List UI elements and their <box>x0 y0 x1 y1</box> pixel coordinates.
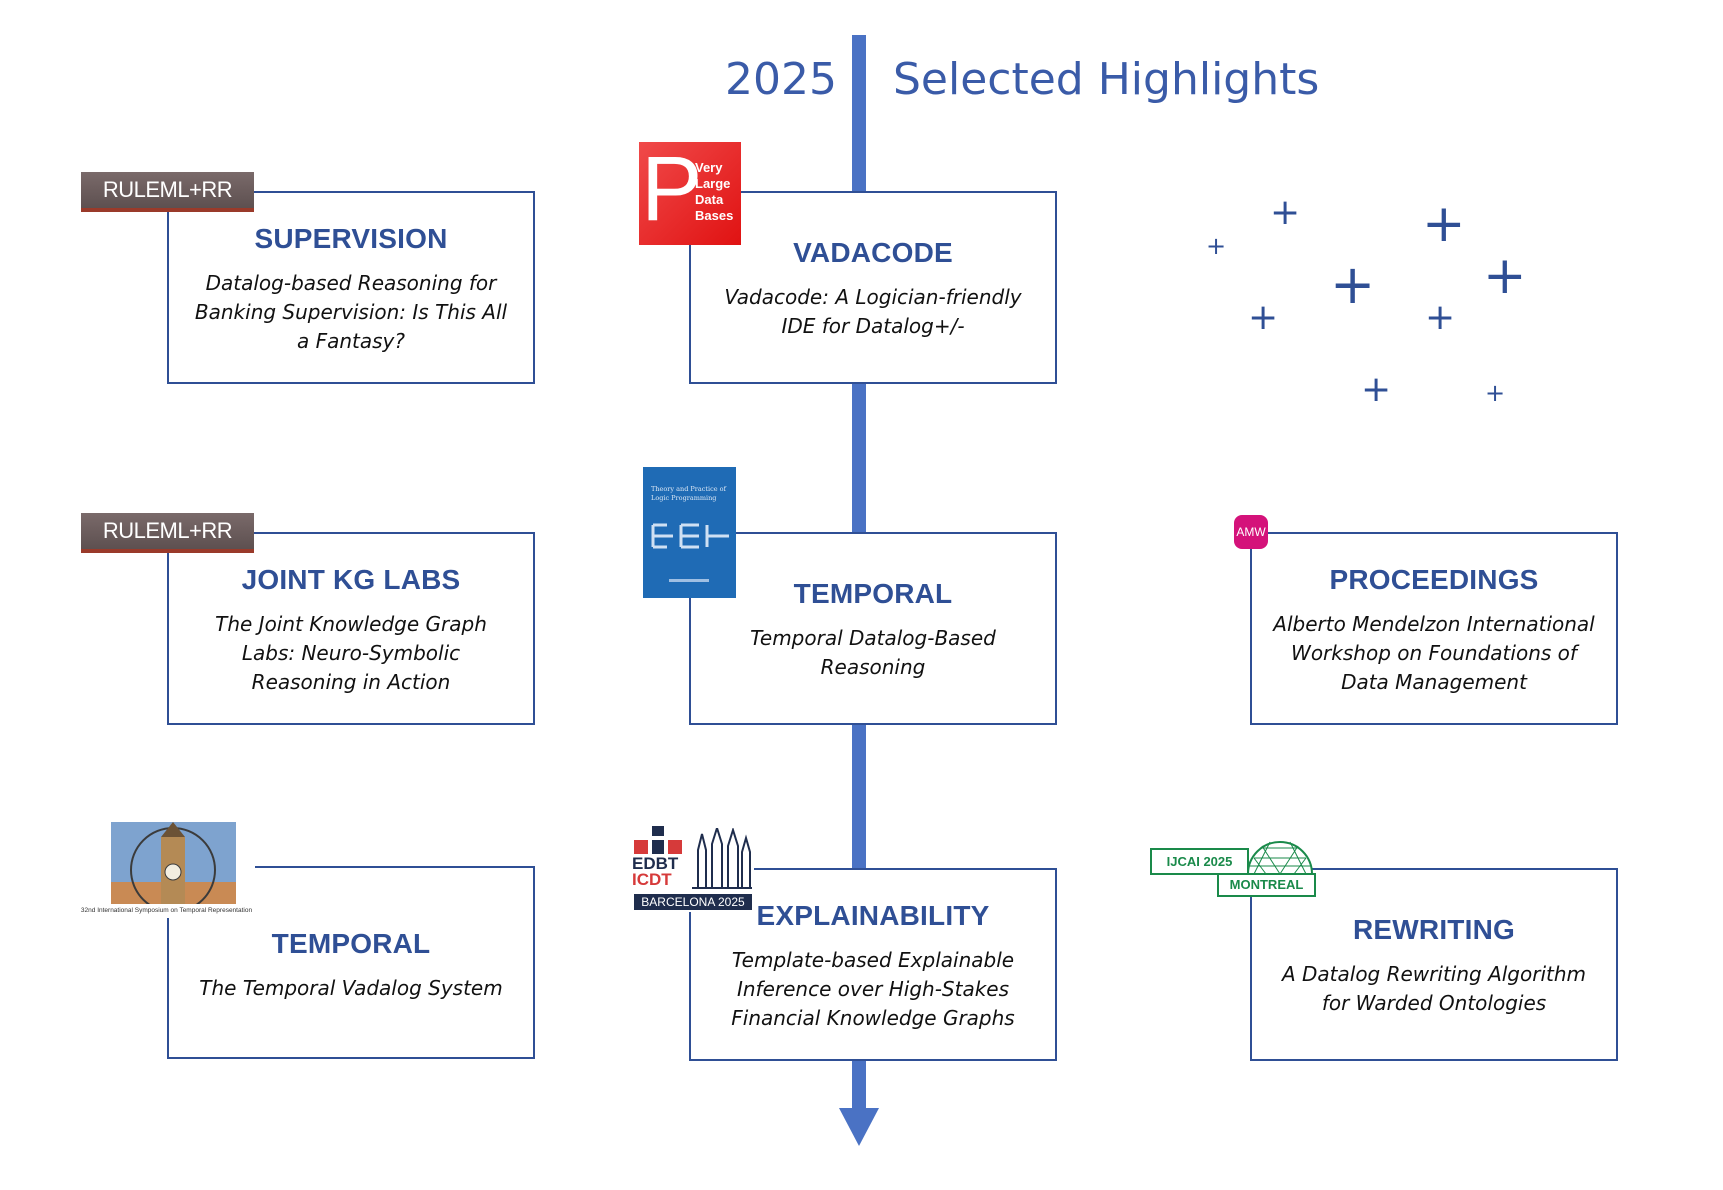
tplp-journal-logo: Theory and Practice of Logic Programming <box>643 467 736 598</box>
plus-icon: + <box>1248 297 1279 338</box>
card-title: TEMPORAL <box>793 578 953 609</box>
sagrada-familia-icon <box>692 828 752 889</box>
logo-line: IJCAI 2025 <box>1166 854 1233 869</box>
logo-text: AMW <box>1236 525 1266 539</box>
logo-line: Bases <box>695 208 734 223</box>
vldb-logo: P Very Large Data Bases <box>639 142 741 245</box>
timeline-arrow-icon <box>839 1108 879 1146</box>
card-title: TEMPORAL <box>271 928 431 959</box>
card-vadacode[interactable]: VADACODE Vadacode: A Logician-friendly I… <box>689 191 1057 384</box>
card-rewriting[interactable]: REWRITING A Datalog Rewriting Algorithm … <box>1250 868 1618 1061</box>
ijcai-logo: IJCAI 2025 MONTREAL <box>1150 836 1318 898</box>
logo-line: Theory and Practice of <box>651 485 726 493</box>
ruleml-rr-logo: RULEML+RR 2025 <box>81 172 254 212</box>
logo-line: ICDT <box>632 870 672 889</box>
plus-icon: + <box>1425 297 1456 338</box>
plus-icon: + <box>1483 246 1527 306</box>
big-ben-image <box>111 822 236 904</box>
ijcai-dome-icon <box>1150 841 1316 897</box>
card-proceedings[interactable]: PROCEEDINGS Alberto Mendelzon Internatio… <box>1250 532 1618 725</box>
header-year: 2025 <box>725 54 837 105</box>
amw-logo: AMW <box>1234 515 1268 549</box>
card-description: Datalog-based Reasoning for Banking Supe… <box>194 271 508 353</box>
edbt-icdt-logo: EDBT ICDT BARCELONA 2025 <box>632 826 754 912</box>
plus-icon: + <box>1206 232 1227 260</box>
card-description: Alberto Mendelzon International Workshop… <box>1273 612 1595 694</box>
logo-line: MONTREAL <box>1229 877 1304 892</box>
card-title: JOINT KG LABS <box>241 564 461 595</box>
card-title: REWRITING <box>1352 914 1515 945</box>
card-title: PROCEEDINGS <box>1329 564 1539 595</box>
plus-icon: + <box>1270 192 1301 233</box>
time-symposium-logo: 32nd International Symposium on Temporal… <box>78 822 255 918</box>
card-supervision[interactable]: SUPERVISION Datalog-based Reasoning for … <box>167 191 535 384</box>
card-title: SUPERVISION <box>254 223 448 254</box>
header-title: Selected Highlights <box>893 54 1320 105</box>
card-description: Template-based Explainable Inference ove… <box>731 948 1015 1030</box>
plus-icon: + <box>1330 253 1376 316</box>
logo-text: RULEML+RR 2025 <box>102 518 233 543</box>
plus-icon: + <box>1485 379 1506 407</box>
plus-icon: + <box>1361 369 1392 410</box>
tplp-emblem-icon <box>651 523 729 549</box>
logo-line: Large <box>695 176 731 191</box>
logo-line: BARCELONA 2025 <box>634 894 752 910</box>
card-description: The Temporal Vadalog System <box>199 976 503 1000</box>
card-temporal-datalog[interactable]: TEMPORAL Temporal Datalog-Based Reasonin… <box>689 532 1057 725</box>
card-description: A Datalog Rewriting Algorithm for Warded… <box>1281 962 1587 1015</box>
logo-caption: 32nd International Symposium on Temporal… <box>80 907 253 914</box>
card-description: Vadacode: A Logician-friendly IDE for Da… <box>724 285 1022 338</box>
card-joint-kg-labs[interactable]: JOINT KG LABS The Joint Knowledge Graph … <box>167 532 535 725</box>
logo-text: RULEML+RR 2025 <box>102 177 233 202</box>
logo-line: EDBT <box>632 854 679 873</box>
logo-line: Data <box>695 192 724 207</box>
ruleml-rr-logo: RULEML+RR 2025 <box>81 513 254 553</box>
card-title: EXPLAINABILITY <box>756 900 990 931</box>
logo-line: Very <box>695 160 723 175</box>
card-description: Temporal Datalog-Based Reasoning <box>750 626 996 679</box>
logo-line: Logic Programming <box>651 494 717 502</box>
card-title: VADACODE <box>793 237 953 268</box>
plus-icon: + <box>1422 194 1466 254</box>
card-description: The Joint Knowledge Graph Labs: Neuro-Sy… <box>215 612 487 694</box>
